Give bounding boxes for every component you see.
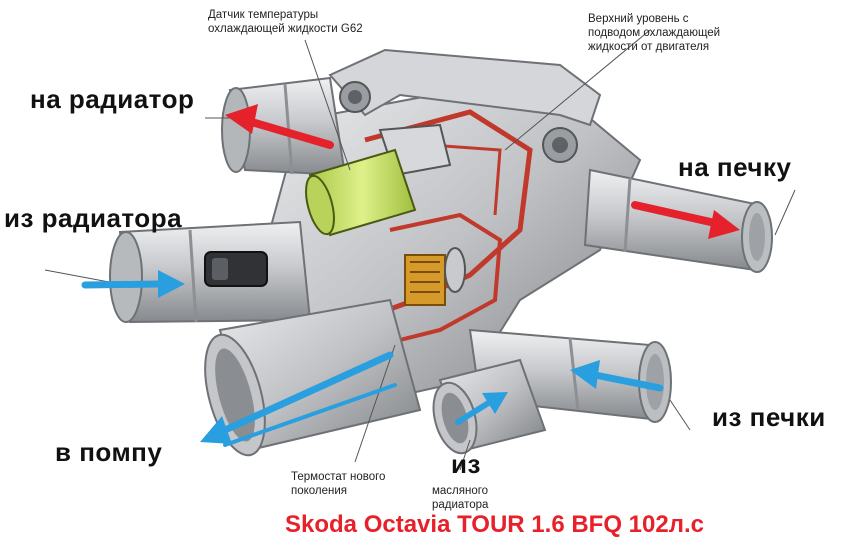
label-oil-line3: радиатора [432, 499, 489, 511]
arrow-from-heater-head [570, 360, 600, 389]
temperature-sensor-g62 [305, 123, 452, 237]
label-thermostat-line1: Термостат нового [291, 471, 386, 483]
arrow-to-pump-head [200, 416, 232, 444]
arrow-from-oil-radiator-head [482, 392, 508, 414]
label-thermostat-line2: поколения [291, 485, 348, 497]
arrow-to-pump [221, 351, 394, 434]
label-thermostat: Термостат нового поколения [291, 470, 385, 498]
pipe-from-radiator [109, 220, 312, 324]
label-to-heater: на печку [678, 152, 792, 182]
label-from-heater: из печки [712, 402, 826, 432]
label-sensor: Датчик температуры охлаждающей жидкости … [208, 8, 363, 36]
label-sensor-line2: охлаждающей жидкости G62 [208, 23, 363, 35]
pipe-from-heater [468, 328, 672, 423]
arrow-from-radiator-head [158, 270, 185, 298]
label-to-pump: в помпу [55, 437, 163, 467]
arrow-to-radiator [241, 116, 334, 149]
arrow-to-heater [631, 201, 719, 227]
arrow-from-heater [591, 371, 664, 392]
arrow-to-radiator-head [225, 104, 258, 134]
label-from-radiator: из радиатора [4, 203, 183, 233]
arrow-from-oil-radiator [455, 399, 493, 425]
arrow-to-heater-head [708, 210, 740, 239]
flow-arrows [81, 104, 740, 447]
label-oil-radiator: из масляного радиатора [432, 470, 488, 512]
arrow-from-radiator [81, 280, 164, 289]
label-upper-level: Верхний уровень с подводом охлаждающей ж… [588, 12, 720, 54]
label-upper-line2: подводом охлаждающей [588, 27, 721, 39]
label-sensor-line1: Датчик температуры [208, 9, 319, 21]
label-upper-line1: Верхний уровень с [588, 13, 689, 25]
footer-title: Skoda Octavia TOUR 1.6 BFQ 102л.с [285, 511, 704, 538]
leader-lines [44, 29, 796, 471]
label-upper-line3: жидкости от двигателя [588, 41, 710, 53]
pipe-to-heater [583, 168, 773, 273]
label-to-radiator: на радиатор [30, 84, 195, 114]
label-oil-line2: масляного [432, 485, 489, 497]
pipe-to-radiator [221, 76, 347, 177]
label-from-oil-radiator-big: из [451, 449, 481, 479]
thermostat-element [404, 247, 466, 306]
